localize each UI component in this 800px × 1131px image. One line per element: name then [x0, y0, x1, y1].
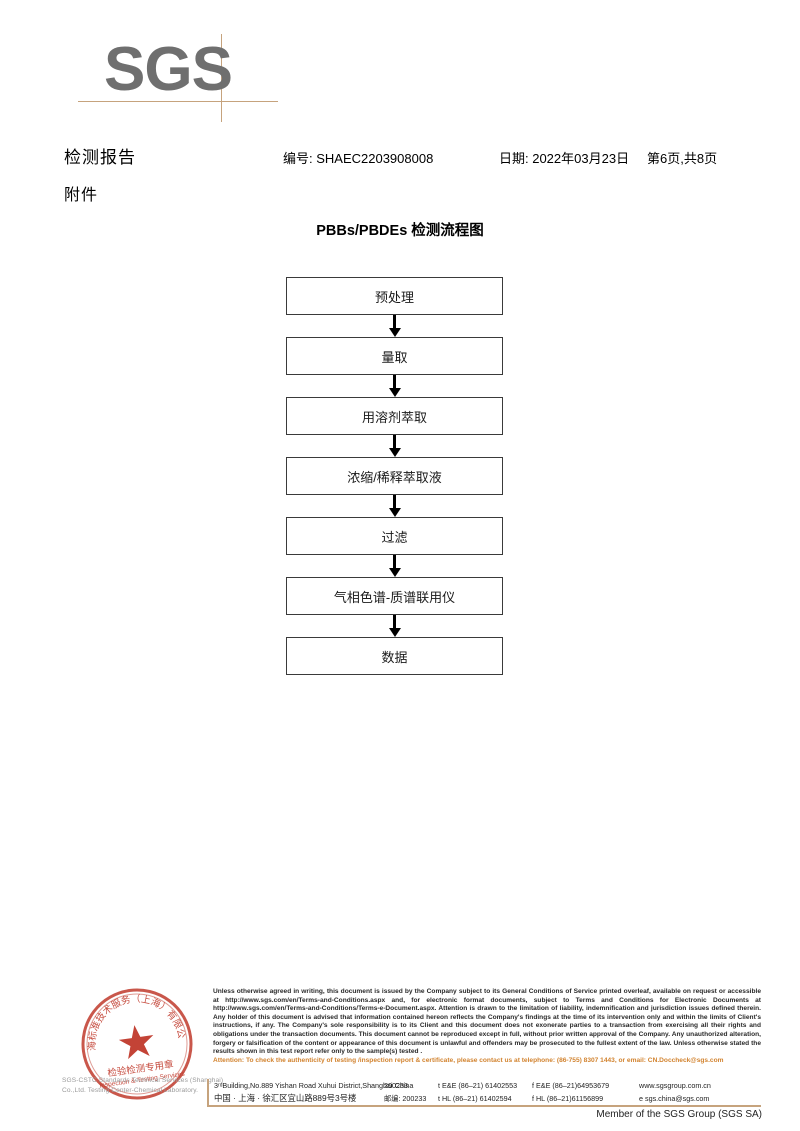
fax-hl: f HL (86–21)61156899	[532, 1094, 604, 1103]
page-number: 第6页,共8页	[647, 151, 718, 166]
phone-ee: t E&E (86–21) 61402553	[438, 1081, 518, 1090]
phone-hl: t HL (86–21) 61402594	[438, 1094, 512, 1103]
flow-box-measure: 量取	[286, 337, 503, 375]
report-date: 日期: 2022年03月23日	[499, 151, 630, 166]
address-bottom-rule	[207, 1105, 761, 1107]
flow-step: 预处理	[286, 277, 503, 315]
inspection-stamp-icon: 上海标准技术服务（上海）有限公司 检验检测专用章 Inspection & Te…	[78, 985, 196, 1103]
flow-step: 浓缩/稀释萃取液	[286, 457, 503, 495]
postcode-en: 200233	[384, 1081, 408, 1090]
email: e sgs.china@sgs.com	[639, 1094, 710, 1103]
flow-step: 过滤	[286, 517, 503, 555]
flow-arrow-icon	[286, 435, 503, 457]
logo-wordmark: SGS	[104, 35, 233, 104]
website: www.sgsgroup.com.cn	[639, 1081, 711, 1090]
flow-box-gcms: 气相色谱-质谱联用仪	[286, 577, 503, 615]
address-left-rule	[207, 1079, 209, 1107]
flowchart: 预处理 量取 用溶剂萃取 浓缩/稀释萃取液 过滤 气相色谱-	[286, 277, 503, 675]
stamp-caption: SGS-CSTC Standards Technical Services (S…	[62, 1077, 224, 1094]
address-cn: 中国 · 上海 · 徐汇区宜山路889号3号楼	[214, 1093, 357, 1103]
address-row-en: 3ʳᵈBuilding,No.889 Yishan Road Xuhui Dis…	[214, 1079, 764, 1092]
flow-arrow-icon	[286, 615, 503, 637]
flow-box-solvent-extraction: 用溶剂萃取	[286, 397, 503, 435]
disclaimer-text: Unless otherwise agreed in writing, this…	[213, 988, 761, 1056]
flow-step: 数据	[286, 637, 503, 675]
flowchart-title: PBBs/PBDEs 检测流程图	[316, 223, 484, 239]
sgs-logo: SGS	[78, 34, 294, 122]
flow-arrow-icon	[286, 315, 503, 337]
disclaimer-attention: Attention: To check the authenticity of …	[213, 1056, 724, 1064]
flow-arrow-icon	[286, 495, 503, 517]
flow-arrow-icon	[286, 375, 503, 397]
page-title: 检测报告	[64, 148, 136, 167]
address-row-cn: 中国 · 上海 · 徐汇区宜山路889号3号楼 邮编: 200233 t HL …	[214, 1092, 764, 1105]
flow-box-filtration: 过滤	[286, 517, 503, 555]
address-en: 3ʳᵈBuilding,No.889 Yishan Road Xuhui Dis…	[214, 1081, 414, 1090]
flow-box-data: 数据	[286, 637, 503, 675]
flow-step: 量取	[286, 337, 503, 375]
logo-horizontal-rule	[78, 101, 278, 102]
flow-step: 用溶剂萃取	[286, 397, 503, 435]
flow-box-concentrate-dilute: 浓缩/稀释萃取液	[286, 457, 503, 495]
flow-arrow-icon	[286, 555, 503, 577]
report-number: 编号: SHAEC2203908008	[283, 151, 434, 166]
flow-box-pretreatment: 预处理	[286, 277, 503, 315]
footer-disclaimer: Unless otherwise agreed in writing, this…	[213, 988, 761, 1065]
member-line: Member of the SGS Group (SGS SA)	[596, 1109, 762, 1120]
fax-ee: f E&E (86–21)64953679	[532, 1081, 610, 1090]
attachment-label: 附件	[64, 187, 99, 204]
logo-vertical-rule	[221, 34, 222, 122]
footer-address: 3ʳᵈBuilding,No.889 Yishan Road Xuhui Dis…	[214, 1079, 764, 1105]
postcode-cn: 邮编: 200233	[384, 1094, 427, 1103]
flow-step: 气相色谱-质谱联用仪	[286, 577, 503, 615]
